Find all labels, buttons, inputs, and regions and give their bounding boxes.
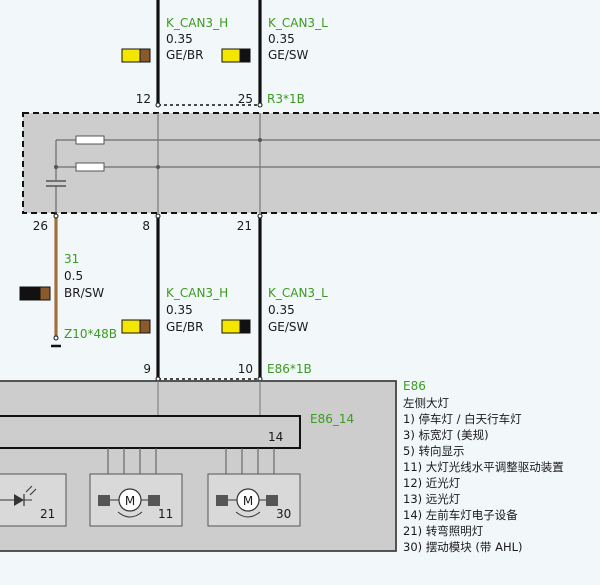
legend-item: 1) 停车灯 / 白天行车灯 bbox=[403, 412, 522, 426]
signal-label-bottom-left: K_CAN3_H bbox=[166, 286, 228, 300]
gauge-label-top-left: 0.35 bbox=[166, 32, 193, 46]
motor-component-30[interactable]: M 30 bbox=[207, 473, 301, 527]
submodule-label: E86_14 bbox=[310, 412, 354, 426]
component-legend: E86 左侧大灯 1) 停车灯 / 白天行车灯 3) 标宽灯 (美规) 5) 转… bbox=[403, 379, 564, 554]
ground-wire-gauge: 0.5 bbox=[64, 269, 83, 283]
resistor-lower bbox=[75, 162, 105, 172]
middle-module-box[interactable] bbox=[22, 112, 600, 214]
pin-label-12: 12 bbox=[136, 92, 151, 106]
ground-connector-label: Z10*48B bbox=[64, 327, 117, 341]
motor-symbol-11: M bbox=[125, 494, 135, 508]
pin-label-8: 8 bbox=[142, 219, 150, 233]
led-component[interactable]: 21 bbox=[0, 473, 67, 527]
pin-26-terminal[interactable] bbox=[53, 213, 59, 219]
led-number: 21 bbox=[40, 507, 55, 521]
component-id: E86 bbox=[403, 379, 426, 393]
legend-item: 5) 转向显示 bbox=[403, 444, 464, 458]
pin-8-terminal[interactable] bbox=[155, 213, 161, 219]
headlight-module-box[interactable] bbox=[0, 380, 397, 552]
junction-dot-h bbox=[156, 165, 160, 169]
submodule-pin-label: 14 bbox=[268, 430, 283, 444]
legend-item: 14) 左前车灯电子设备 bbox=[403, 508, 518, 522]
legend-item: 3) 标宽灯 (美规) bbox=[403, 428, 489, 442]
signal-label-top-left: K_CAN3_H bbox=[166, 16, 228, 30]
pin-label-25: 25 bbox=[238, 92, 253, 106]
gauge-label-bottom-right: 0.35 bbox=[268, 303, 295, 317]
ground-wire-number: 31 bbox=[64, 252, 79, 266]
motor-number-11: 11 bbox=[158, 507, 173, 521]
motor-component-11[interactable]: M 11 bbox=[89, 473, 183, 527]
lower-wire-group: 26 8 21 31 0.5 BR/SW Z10*48B K_CAN3_H 0.… bbox=[19, 213, 328, 382]
color-swatch-ge-sw-top bbox=[221, 48, 251, 63]
signal-label-bottom-right: K_CAN3_L bbox=[268, 286, 328, 300]
junction-dot-l bbox=[258, 138, 262, 142]
motor-icon bbox=[118, 488, 142, 512]
legend-item: 13) 远光灯 bbox=[403, 492, 461, 506]
submodule-output-wires bbox=[107, 448, 275, 474]
connector-label-e86: E86*1B bbox=[267, 362, 312, 376]
legend-item: 12) 近光灯 bbox=[403, 476, 461, 490]
signal-label-top-right: K_CAN3_L bbox=[268, 16, 328, 30]
color-swatch-ge-br-bottom bbox=[121, 319, 151, 334]
diode-icon bbox=[14, 494, 24, 506]
pin-label-10: 10 bbox=[238, 362, 253, 376]
legend-item: 21) 转弯照明灯 bbox=[403, 524, 484, 538]
motor-symbol-30: M bbox=[243, 494, 253, 508]
connector-label-r3: R3*1B bbox=[267, 92, 305, 106]
gauge-label-top-right: 0.35 bbox=[268, 32, 295, 46]
pin-21-terminal[interactable] bbox=[257, 213, 263, 219]
pin-12-terminal[interactable] bbox=[155, 102, 161, 108]
color-swatch-ge-br-top bbox=[121, 48, 151, 63]
submodule-e86-14-box[interactable] bbox=[0, 415, 301, 449]
ground-wire-color: BR/SW bbox=[64, 286, 104, 300]
motor-icon-30 bbox=[236, 488, 260, 512]
component-title: 左侧大灯 bbox=[403, 396, 449, 410]
rotation-arrow-icon-30 bbox=[235, 511, 261, 518]
motor-number-30: 30 bbox=[276, 507, 291, 521]
legend-item: 30) 摆动模块 (带 AHL) bbox=[403, 540, 522, 554]
pin-label-9: 9 bbox=[143, 362, 151, 376]
color-swatch-br-sw bbox=[19, 286, 51, 301]
pin-label-26: 26 bbox=[33, 219, 48, 233]
top-wire-group: K_CAN3_H 0.35 GE/BR K_CAN3_L 0.35 GE/SW … bbox=[121, 0, 328, 108]
junction-dot-56-167 bbox=[54, 165, 58, 169]
color-label-bottom-right: GE/SW bbox=[268, 320, 309, 334]
color-label-bottom-left: GE/BR bbox=[166, 320, 204, 334]
headlight-module-e86[interactable]: E86_14 14 21 bbox=[0, 380, 397, 552]
resistor-upper bbox=[75, 135, 105, 145]
gauge-label-bottom-left: 0.35 bbox=[166, 303, 193, 317]
middle-module[interactable] bbox=[22, 112, 600, 214]
ground-terminal[interactable] bbox=[53, 335, 59, 341]
color-label-top-left: GE/BR bbox=[166, 48, 204, 62]
light-emission-icon bbox=[25, 485, 37, 496]
pin-25-terminal[interactable] bbox=[257, 102, 263, 108]
legend-item: 11) 大灯光线水平调整驱动装置 bbox=[403, 460, 564, 474]
color-label-top-right: GE/SW bbox=[268, 48, 309, 62]
rotation-arrow-icon bbox=[117, 511, 143, 518]
color-swatch-ge-sw-bottom bbox=[221, 319, 251, 334]
pin-label-21: 21 bbox=[237, 219, 252, 233]
